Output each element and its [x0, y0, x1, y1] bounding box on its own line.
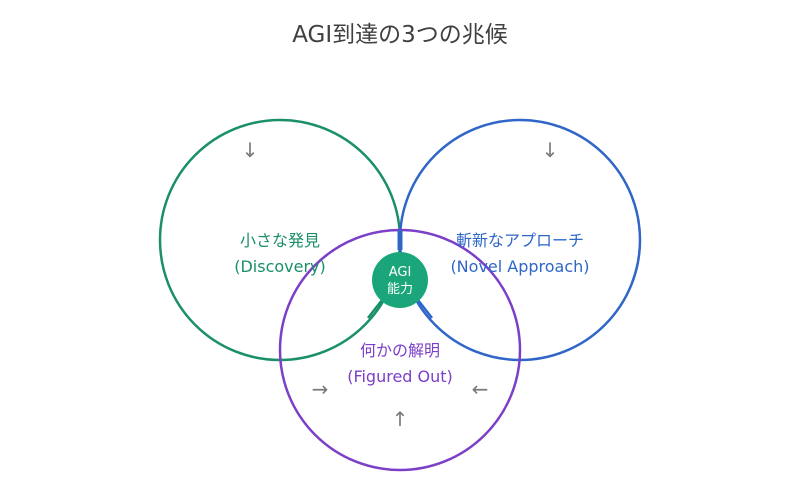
arrow-up-icon: ↑ [392, 407, 409, 431]
connector-right [417, 299, 433, 319]
diagram-title: AGI到達の3つの兆候 [292, 22, 508, 48]
arrow-left-icon: ← [472, 377, 489, 401]
arrow-down-discovery-icon: ↓ [242, 138, 259, 162]
center-label-line1: AGI [389, 265, 412, 280]
discovery-label: 小さな発見 [240, 231, 320, 250]
discovery-sublabel: (Discovery) [234, 257, 326, 276]
arrow-down-novel-icon: ↓ [542, 138, 559, 162]
connector-left [367, 299, 383, 319]
figured-out-sublabel: (Figured Out) [347, 367, 453, 386]
center-label-line2: 能力 [387, 282, 413, 297]
novel-approach-sublabel: (Novel Approach) [450, 257, 589, 276]
figured-out-label: 何かの解明 [360, 341, 440, 360]
arrow-right-icon: → [312, 377, 329, 401]
novel-approach-label: 斬新なアプローチ [456, 231, 584, 250]
center-node [372, 252, 428, 308]
